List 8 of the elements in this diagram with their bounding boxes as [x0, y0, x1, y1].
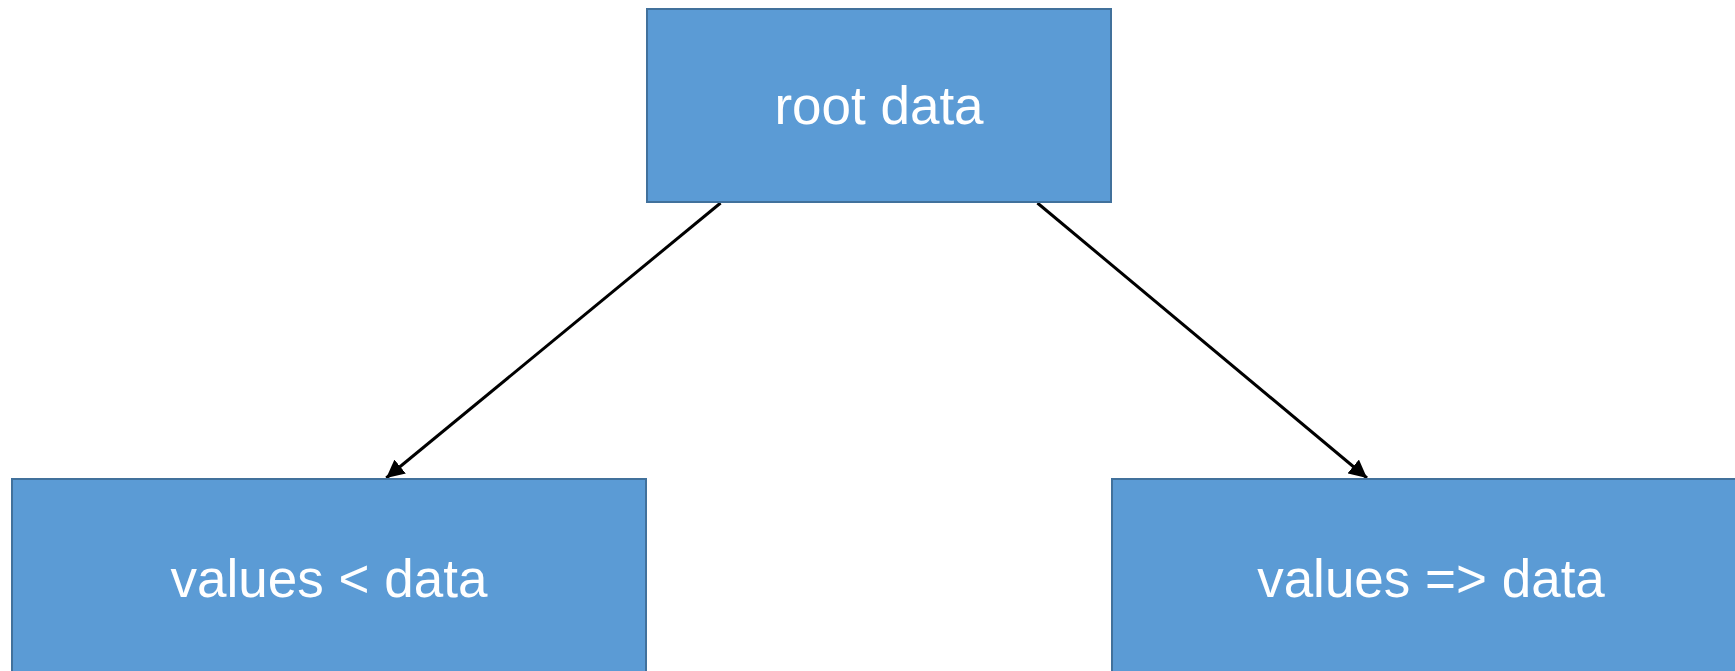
node-label: values => data — [1257, 547, 1605, 609]
process-box — [11, 478, 647, 671]
process-box — [646, 8, 1112, 203]
process-box — [1111, 478, 1735, 671]
node-label: root data — [774, 75, 984, 136]
arrow — [385, 201, 722, 480]
node-label: values < data — [170, 547, 488, 609]
arrow — [1036, 201, 1368, 480]
